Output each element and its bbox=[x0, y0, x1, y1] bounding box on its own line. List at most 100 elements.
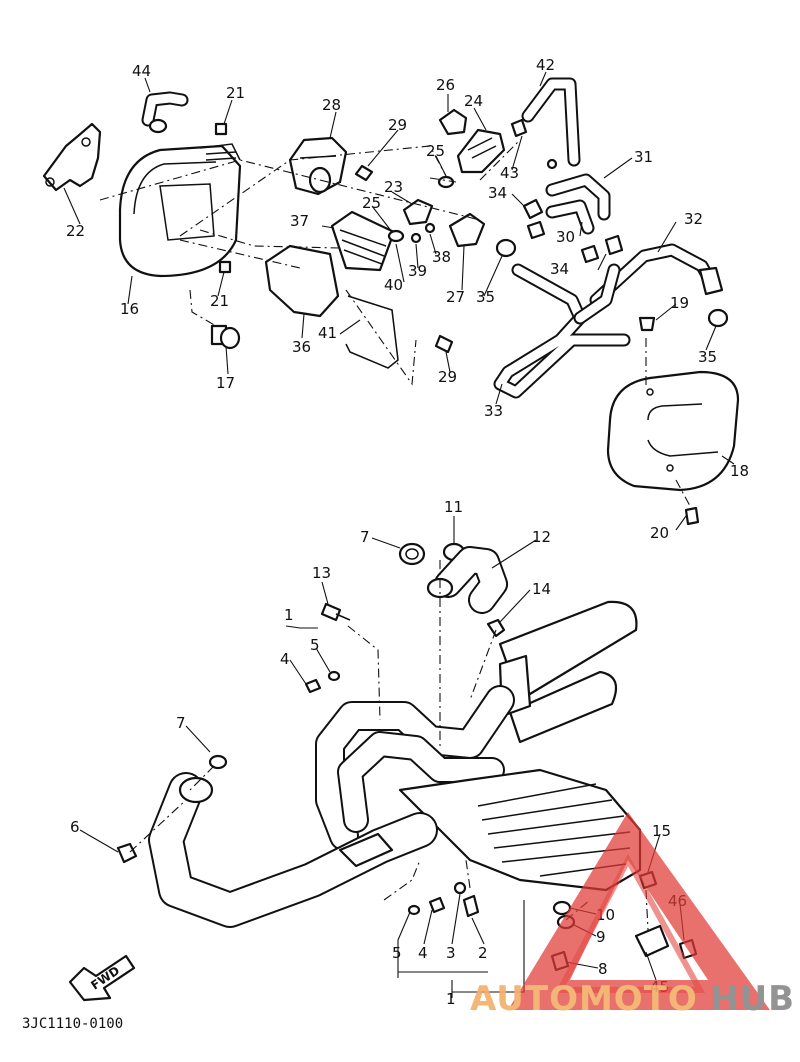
muffler-upper bbox=[498, 600, 638, 744]
callout-39: 39 bbox=[408, 262, 427, 280]
part-16-air-cleaner-case bbox=[118, 143, 242, 278]
part-29-screw bbox=[354, 164, 454, 354]
part-35-cap-b bbox=[707, 308, 729, 328]
part-31-hose bbox=[545, 173, 611, 221]
part-38-nut bbox=[424, 222, 436, 234]
part-32-pipe bbox=[589, 243, 724, 307]
callout-29b: 29 bbox=[438, 368, 457, 386]
callout-30: 30 bbox=[556, 228, 575, 246]
part-44-hose bbox=[141, 91, 189, 134]
callout-3: 3 bbox=[446, 944, 456, 962]
part-14-nut bbox=[486, 618, 506, 638]
callout-25b: 25 bbox=[362, 194, 381, 212]
exhaust-assembly bbox=[116, 542, 698, 972]
callout-41: 41 bbox=[318, 324, 337, 342]
automotohub-logo: AUTOMOTO HUB bbox=[470, 812, 795, 1019]
part-34-clip-b bbox=[526, 220, 546, 240]
part-45-bracket bbox=[634, 924, 670, 958]
part-18-side-cover bbox=[606, 370, 740, 492]
part-1-muffler bbox=[398, 768, 642, 892]
part-24-joint bbox=[456, 128, 506, 174]
part-43-clamp bbox=[510, 118, 528, 138]
svg-text:AUTOMOTO: AUTOMOTO bbox=[470, 979, 698, 1019]
front-pipe bbox=[148, 772, 438, 928]
part-4-bolt-lower bbox=[428, 896, 446, 914]
callout-21b: 21 bbox=[210, 292, 229, 310]
part-21-nut-lower bbox=[218, 260, 232, 274]
callout-13: 13 bbox=[312, 564, 331, 582]
callout-29: 29 bbox=[388, 116, 407, 134]
air-filter-assembly bbox=[42, 77, 740, 526]
callout-5: 5 bbox=[310, 636, 320, 654]
callout-20: 20 bbox=[650, 524, 669, 542]
callout-22: 22 bbox=[66, 222, 85, 240]
part-37-filter-element bbox=[330, 210, 396, 272]
callout-33: 33 bbox=[484, 402, 503, 420]
callout-32: 32 bbox=[684, 210, 703, 228]
svg-text:HUB: HUB bbox=[710, 979, 795, 1019]
callout-27: 27 bbox=[446, 288, 465, 306]
callout-40: 40 bbox=[384, 276, 403, 294]
part-41-band bbox=[345, 295, 399, 369]
callout-37: 37 bbox=[290, 212, 309, 230]
callout-2: 2 bbox=[478, 944, 488, 962]
callout-26: 26 bbox=[436, 76, 455, 94]
part-20-screw bbox=[684, 506, 700, 526]
callout-16: 16 bbox=[120, 300, 139, 318]
part-12-exhaust-pipe bbox=[426, 546, 508, 614]
part-27-holder bbox=[448, 212, 486, 248]
callout-15: 15 bbox=[652, 822, 671, 840]
part-30-hose bbox=[545, 199, 595, 235]
callout-24: 24 bbox=[464, 92, 483, 110]
part-39-washer bbox=[410, 232, 422, 244]
part-26-cap bbox=[438, 108, 468, 136]
callout-34b: 34 bbox=[550, 260, 569, 278]
part-28-joint bbox=[288, 136, 348, 196]
part-5-washer bbox=[327, 670, 341, 682]
callout-34: 34 bbox=[488, 184, 507, 202]
part-code: 3JC1110-0100 bbox=[22, 1016, 123, 1032]
callout-1: 1 bbox=[284, 606, 294, 624]
callout-36: 36 bbox=[292, 338, 311, 356]
part-5-washer-lower bbox=[407, 904, 421, 916]
callout-4b: 4 bbox=[418, 944, 428, 962]
fwd-arrow: FWD bbox=[68, 954, 136, 1002]
part-19-screw bbox=[638, 316, 656, 332]
callout-23: 23 bbox=[384, 178, 403, 196]
part-34-clip-c bbox=[604, 234, 624, 256]
callout-7: 7 bbox=[360, 528, 370, 546]
callout-11: 11 bbox=[444, 498, 463, 516]
callout-6: 6 bbox=[70, 818, 80, 836]
part-43-clip bbox=[546, 158, 558, 170]
callout-44: 44 bbox=[132, 62, 151, 80]
callout-4: 4 bbox=[280, 650, 290, 668]
callout-14: 14 bbox=[532, 580, 551, 598]
callout-17: 17 bbox=[216, 374, 235, 392]
callout-31: 31 bbox=[634, 148, 653, 166]
part-42-hose bbox=[521, 77, 581, 167]
part-2-bolt bbox=[462, 894, 480, 918]
callout-35b: 35 bbox=[698, 348, 717, 366]
part-34-clip-d bbox=[580, 244, 600, 264]
part-3-nut bbox=[453, 881, 467, 895]
part-34-clip bbox=[522, 198, 544, 220]
callout-25: 25 bbox=[426, 142, 445, 160]
part-36-cover bbox=[264, 244, 340, 318]
callout-35: 35 bbox=[476, 288, 495, 306]
callout-labels: 44 21 28 29 26 24 42 31 25 43 23 34 30 2… bbox=[66, 56, 749, 1008]
part-35-cap bbox=[495, 238, 517, 258]
callout-38: 38 bbox=[432, 248, 451, 266]
part-25-seal-b bbox=[387, 229, 405, 243]
part-7-gasket-lower bbox=[208, 754, 228, 770]
callout-12: 12 bbox=[532, 528, 551, 546]
callout-42: 42 bbox=[536, 56, 555, 74]
part-25-seal bbox=[437, 175, 455, 189]
callout-8: 8 bbox=[598, 960, 608, 978]
part-22-bracket bbox=[42, 122, 102, 192]
callout-19: 19 bbox=[670, 294, 689, 312]
callout-21: 21 bbox=[226, 84, 245, 102]
part-21-nut bbox=[214, 122, 228, 136]
callout-43: 43 bbox=[500, 164, 519, 182]
callout-9: 9 bbox=[596, 928, 606, 946]
